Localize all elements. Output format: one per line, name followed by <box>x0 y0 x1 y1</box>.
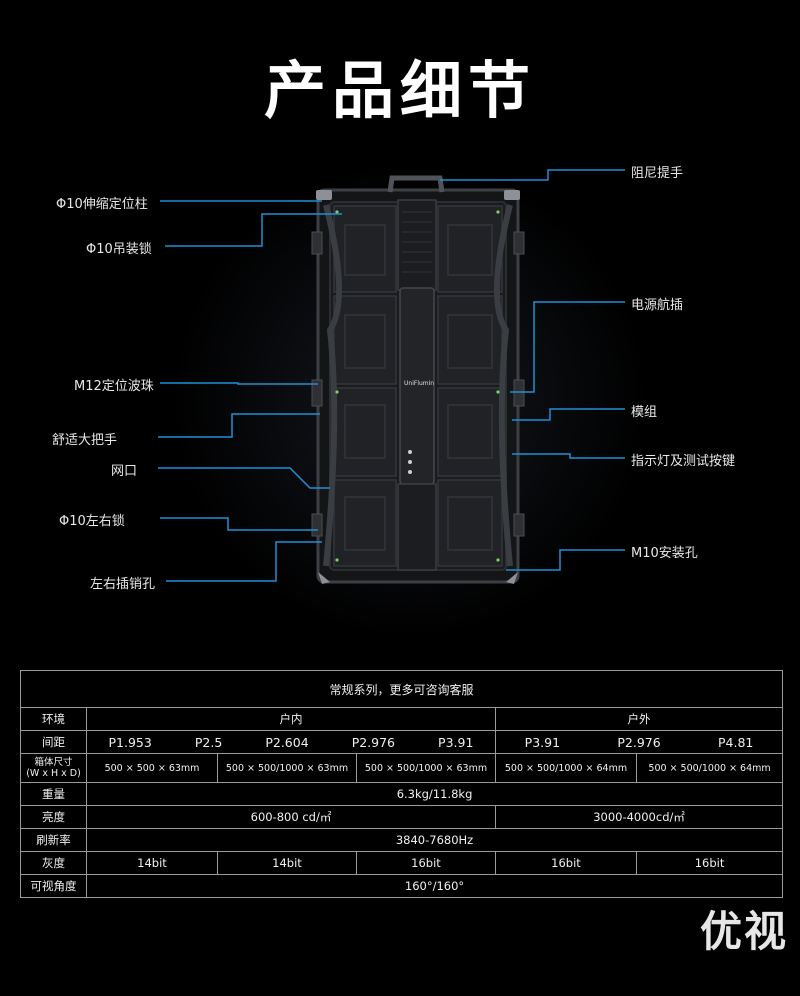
pitch-value: P3.91 <box>438 734 474 750</box>
table-row-refresh: 刷新率 3840-7680Hz <box>20 828 784 852</box>
table-row-size: 箱体尺寸 (W x H x D) 500 × 500 × 63mm 500 × … <box>20 753 784 783</box>
pitch-value: P2.5 <box>194 734 223 750</box>
table-row-pitch: 间距 P1.953 P2.5 P2.604 P2.976 P3.91 P3.91… <box>20 730 784 754</box>
cabinet-diagram: UniFlumin <box>158 169 625 584</box>
size-value: 500 × 500 × 63mm <box>86 753 218 783</box>
led-cabinet-illustration <box>311 175 525 584</box>
pitch-value: P1.953 <box>108 734 152 750</box>
row-label: 亮度 <box>20 805 87 829</box>
table-row-gray: 灰度 14bit 14bit 16bit 16bit 16bit <box>20 851 784 875</box>
size-value: 500 × 500/1000 × 64mm <box>495 753 637 783</box>
cabinet-logo: UniFlumin <box>404 380 434 387</box>
table-header-row: 常规系列，更多可咨询客服 <box>19 670 784 708</box>
pitch-outdoor-cell: P3.91 P2.976 P4.81 <box>494 730 784 754</box>
brightness-indoor: 600-800 cd/㎡ <box>86 805 496 829</box>
size-label-line2: (W x H x D) <box>26 768 81 779</box>
size-label-line1: 箱体尺寸 <box>34 757 73 768</box>
row-label: 灰度 <box>20 851 87 875</box>
row-label: 可视角度 <box>20 874 87 898</box>
callout-network-port: 网口 <box>111 464 138 479</box>
row-label: 间距 <box>20 730 87 754</box>
pitch-value: P3.91 <box>524 734 561 750</box>
callout-module: 模组 <box>631 405 658 420</box>
size-value: 500 × 500/1000 × 63mm <box>356 753 496 783</box>
table-row-env: 环境 户内 户外 <box>20 707 784 731</box>
callout-side-lock: Φ10左右锁 <box>59 514 125 529</box>
spec-table: 常规系列，更多可咨询客服 环境 户内 户外 间距 P1.953 P2.5 P2.… <box>19 670 784 898</box>
gray-value: 16bit <box>495 851 637 875</box>
watermark-logo: 优视 <box>699 907 788 956</box>
gray-value: 14bit <box>86 851 218 875</box>
callout-pin-hole: 左右插销孔 <box>90 577 156 592</box>
size-value: 500 × 500/1000 × 63mm <box>217 753 357 783</box>
pitch-value: P4.81 <box>718 734 754 750</box>
callout-indicator-test: 指示灯及测试按键 <box>631 454 736 469</box>
env-indoor: 户内 <box>86 707 496 731</box>
gray-value: 14bit <box>217 851 357 875</box>
callout-m12-ball: M12定位波珠 <box>74 379 154 394</box>
pitch-indoor-cell: P1.953 P2.5 P2.604 P2.976 P3.91 <box>86 730 496 754</box>
row-label: 环境 <box>20 707 87 731</box>
callout-big-handle: 舒适大把手 <box>52 433 118 448</box>
brightness-outdoor: 3000-4000cd/㎡ <box>494 805 784 829</box>
callout-telescopic-pin: Φ10伸缩定位柱 <box>56 197 148 212</box>
pitch-value: P2.976 <box>351 734 396 750</box>
angle-value: 160°/160° <box>85 874 784 898</box>
row-label: 刷新率 <box>20 828 87 852</box>
table-title: 常规系列，更多可咨询客服 <box>19 670 784 708</box>
env-outdoor: 户外 <box>494 707 784 731</box>
page-title: 产品细节 <box>263 54 536 127</box>
pitch-value: P2.976 <box>617 734 661 750</box>
refresh-value: 3840-7680Hz <box>85 828 784 852</box>
size-value: 500 × 500/1000 × 64mm <box>635 753 784 783</box>
gray-value: 16bit <box>356 851 496 875</box>
row-label: 重量 <box>20 782 87 806</box>
callout-hanging-lock: Φ10吊装锁 <box>86 242 152 257</box>
pitch-value: P2.604 <box>265 734 309 750</box>
table-row-angle: 可视角度 160°/160° <box>20 874 784 898</box>
leader-lines <box>158 169 625 582</box>
weight-value: 6.3kg/11.8kg <box>85 782 784 806</box>
table-row-weight: 重量 6.3kg/11.8kg <box>20 782 784 806</box>
table-row-brightness: 亮度 600-800 cd/㎡ 3000-4000cd/㎡ <box>20 805 784 829</box>
callout-m10-hole: M10安装孔 <box>631 546 698 561</box>
callout-power-connector: 电源航插 <box>631 298 684 313</box>
callout-damping-handle: 阻尼提手 <box>631 166 684 181</box>
gray-value: 16bit <box>635 851 784 875</box>
row-label: 箱体尺寸 (W x H x D) <box>20 753 87 783</box>
